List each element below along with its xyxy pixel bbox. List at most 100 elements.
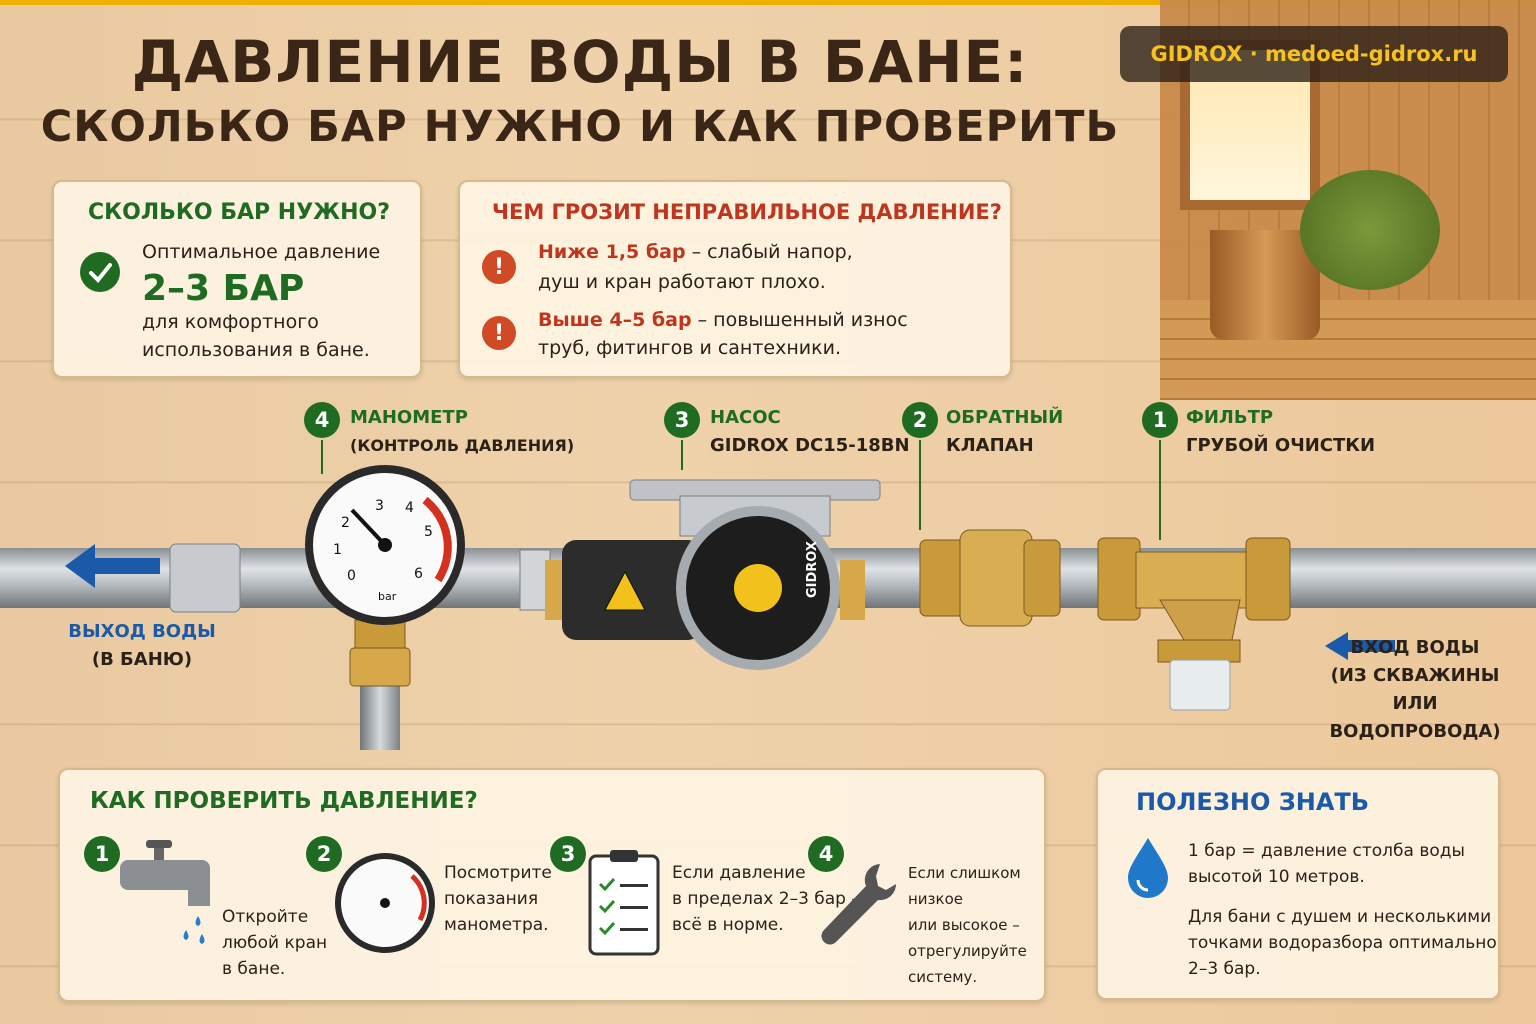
outlet-subtext: (В БАНЮ) <box>91 649 193 670</box>
component-label-gauge: МАНОМЕТР (КОНТРОЛЬ ДАВЛЕНИЯ) <box>350 404 574 460</box>
risk-low-text: – слабый напор, <box>685 241 853 263</box>
need-line2: для комфортного <box>142 311 319 333</box>
step-badge-4: 4 <box>808 836 844 872</box>
page-title: ДАВЛЕНИЕ ВОДЫ В БАНЕ: <box>131 28 1029 96</box>
risk-low-line2: душ и кран работают плохо. <box>538 271 826 293</box>
warning-icon: ! <box>482 316 516 350</box>
page-subtitle: СКОЛЬКО БАР НУЖНО И КАК ПРОВЕРИТЬ <box>40 102 1120 152</box>
risk-high-text: – повышенный износ <box>691 309 908 331</box>
component-badge-1: 1 <box>1142 402 1178 438</box>
useful-line: высотой 10 метров. <box>1188 867 1365 887</box>
useful-line: 2–3 бар. <box>1188 959 1261 979</box>
gauge-tick: 4 <box>405 500 414 516</box>
checklist-icon <box>588 850 660 956</box>
pressure-gauge: 0 1 2 3 4 5 6 bar <box>305 465 465 625</box>
risk-high: Выше 4–5 бар – повышенный износ <box>538 306 908 335</box>
coarse-filter <box>1097 537 1291 711</box>
step-badge-2: 2 <box>306 836 342 872</box>
step-line: манометра. <box>444 915 549 935</box>
useful-card: ПОЛЕЗНО ЗНАТЬ 1 бар = давление столба во… <box>1096 768 1500 1000</box>
component-sub: ГРУБОЙ ОЧИСТКИ <box>1186 435 1376 456</box>
step-text-4: Если слишком низкое или высокое – отрегу… <box>908 860 1044 990</box>
water-drop-icon <box>1128 838 1168 898</box>
leader-line <box>919 440 921 530</box>
risk-heading: ЧЕМ ГРОЗИТ НЕПРАВИЛЬНОЕ ДАВЛЕНИЕ? <box>492 200 1002 224</box>
component-name: МАНОМЕТР <box>350 407 468 428</box>
pipe-assembly: 0 1 2 3 4 5 6 bar GIDROX <box>65 465 1395 711</box>
component-name: ФИЛЬТР <box>1186 407 1274 428</box>
gauge-icon <box>335 853 435 953</box>
component-label-pump: НАСОС GIDROX DC15-18BN <box>710 404 910 460</box>
check-icon <box>80 252 120 292</box>
outlet-arrow-icon <box>65 544 160 588</box>
inlet-label: ВХОД ВОДЫ (ИЗ СКВАЖИНЫ ИЛИ ВОДОПРОВОДА) <box>1322 634 1508 746</box>
component-badge-3: 3 <box>664 402 700 438</box>
step-line: показания <box>444 889 539 909</box>
check-card: КАК ПРОВЕРИТЬ ДАВЛЕНИЕ? 1 Откройте любой… <box>58 768 1046 1002</box>
component-label-filter: ФИЛЬТР ГРУБОЙ ОЧИСТКИ <box>1186 404 1375 460</box>
component-sub: (КОНТРОЛЬ ДАВЛЕНИЯ) <box>350 436 575 455</box>
step-line: Посмотрите <box>444 863 552 883</box>
risk-high-highlight: Выше 4–5 бар <box>538 309 692 331</box>
gauge-tick: 1 <box>333 542 342 558</box>
step-text-3: Если давление в пределах 2–3 бар – всё в… <box>672 860 860 938</box>
step-text-1: Откройте любой кран в бане. <box>222 904 327 982</box>
leader-line <box>681 440 683 470</box>
inlet-subtext: ИЛИ ВОДОПРОВОДА) <box>1329 693 1501 742</box>
need-card: СКОЛЬКО БАР НУЖНО? Оптимальное давление … <box>52 180 422 378</box>
useful-p1: 1 бар = давление столба воды высотой 10 … <box>1188 838 1465 890</box>
check-valve <box>919 529 1061 627</box>
need-heading: СКОЛЬКО БАР НУЖНО? <box>88 200 390 225</box>
component-sub: GIDROX DC15-18BN <box>710 435 910 456</box>
outlet-label: ВЫХОД ВОДЫ (В БАНЮ) <box>66 618 218 674</box>
step-line: всё в норме. <box>672 915 784 935</box>
step-badge-3: 3 <box>550 836 586 872</box>
step-badge-1: 1 <box>84 836 120 872</box>
step-line: любой кран <box>222 933 328 953</box>
need-value: 2–3 БАР <box>142 268 305 309</box>
inlet-arrow-icon <box>1325 632 1395 660</box>
check-heading: КАК ПРОВЕРИТЬ ДАВЛЕНИЕ? <box>90 788 478 814</box>
component-badge-2: 2 <box>902 402 938 438</box>
component-name: ОБРАТНЫЙ <box>946 407 1064 428</box>
component-name: НАСОС <box>710 407 781 428</box>
useful-line: точками водоразбора оптимально <box>1188 933 1497 953</box>
step-line: Если давление <box>672 863 806 883</box>
component-label-check-valve: ОБРАТНЫЙ КЛАПАН <box>946 404 1063 460</box>
step-line: в пределах 2–3 бар – <box>672 889 860 909</box>
top-accent-bar <box>0 0 1536 5</box>
gauge-tick: 3 <box>375 498 384 514</box>
component-badge-4: 4 <box>304 402 340 438</box>
leader-line <box>321 440 323 474</box>
gauge-tick: 5 <box>424 524 433 540</box>
pump-brand-text: GIDROX <box>805 541 820 598</box>
need-line3: использования в бане. <box>142 339 370 361</box>
need-line1: Оптимальное давление <box>142 241 381 263</box>
pump: GIDROX <box>519 479 881 670</box>
risk-low-highlight: Ниже 1,5 бар <box>538 241 686 263</box>
useful-p2: Для бани с душем и несколькими точками в… <box>1188 904 1497 982</box>
gauge-tick: 0 <box>347 568 356 584</box>
component-sub: КЛАПАН <box>946 435 1034 456</box>
step-line: или высокое – <box>908 916 1020 934</box>
step-line: в бане. <box>222 959 286 979</box>
gauge-unit: bar <box>378 590 397 603</box>
risk-high-line2: труб, фитингов и сантехники. <box>538 337 841 359</box>
wooden-bucket <box>1210 230 1320 340</box>
wrench-icon <box>821 864 897 945</box>
step-line: отрегулируйте систему. <box>908 942 1027 986</box>
risk-card: ЧЕМ ГРОЗИТ НЕПРАВИЛЬНОЕ ДАВЛЕНИЕ? ! Ниже… <box>458 180 1012 378</box>
brand-badge[interactable]: GIDROX · medoed-gidrox.ru <box>1120 26 1508 82</box>
gauge-tick: 6 <box>414 566 423 582</box>
useful-line: Для бани с душем и несколькими <box>1188 907 1492 927</box>
step-line: Если слишком низкое <box>908 864 1021 908</box>
step-line: Откройте <box>222 907 309 927</box>
outlet-text: ВЫХОД ВОДЫ <box>68 621 216 642</box>
useful-line: 1 бар = давление столба воды <box>1188 841 1465 861</box>
bath-broom <box>1300 170 1440 290</box>
risk-low: Ниже 1,5 бар – слабый напор, <box>538 238 853 267</box>
warning-icon: ! <box>482 250 516 284</box>
step-text-2: Посмотрите показания манометра. <box>444 860 552 938</box>
useful-heading: ПОЛЕЗНО ЗНАТЬ <box>1136 788 1370 816</box>
inlet-text: ВХОД ВОДЫ <box>1350 637 1480 658</box>
